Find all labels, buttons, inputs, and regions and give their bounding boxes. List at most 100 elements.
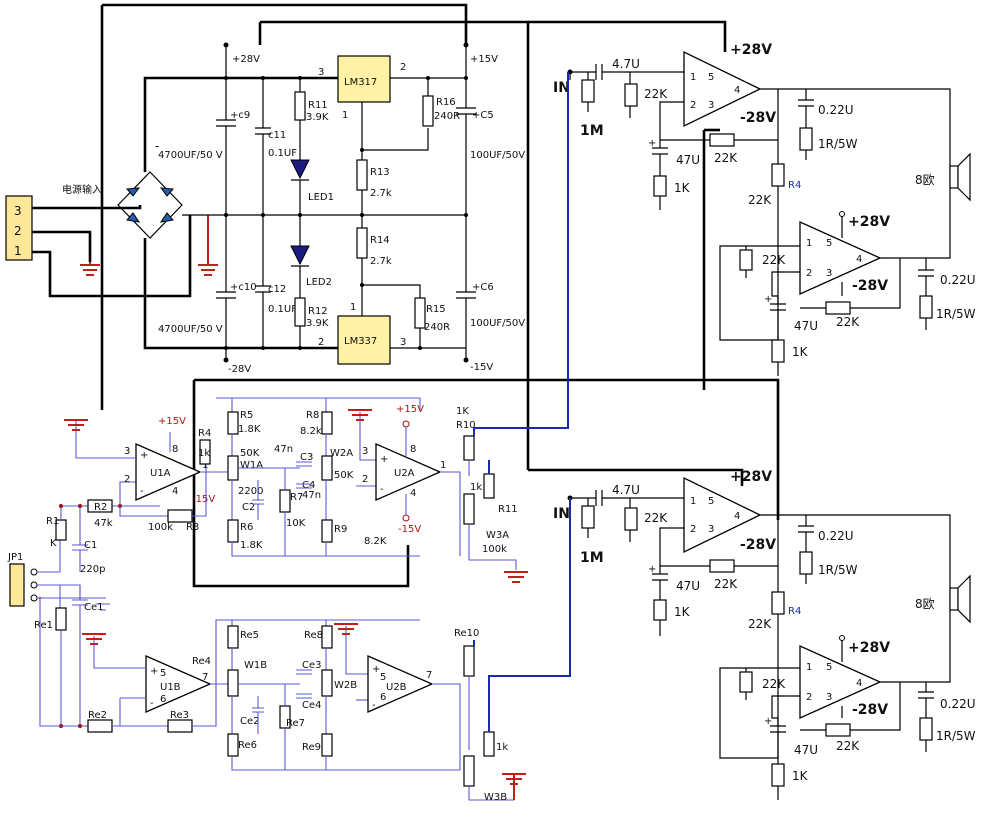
- amp2-pin4: 4: [734, 511, 740, 522]
- r9-value: 8.2K: [364, 536, 387, 547]
- re7-label: Re7: [286, 718, 305, 729]
- amp2-speaker-label: 8欧: [915, 597, 935, 611]
- amp2-rin-label: 22K: [644, 511, 668, 525]
- w2a-pot: [321, 455, 333, 481]
- c9-label: +c9: [230, 110, 250, 121]
- ground-symbol: [80, 262, 100, 276]
- w2a-value: 50K: [334, 470, 354, 481]
- r1-label: R1: [46, 516, 59, 527]
- amp1b-celec-plus: +: [764, 294, 772, 305]
- amp1-r4-label: R4: [788, 180, 801, 191]
- re8-resistor: [321, 625, 333, 649]
- u2a-pin-minus: -: [380, 484, 384, 495]
- amp1-pin4: 4: [734, 85, 740, 96]
- w1a-label: W1A: [240, 460, 263, 471]
- amp1-rbias: [581, 79, 595, 103]
- u2a-opamp: [375, 443, 442, 501]
- led1-symbol: [290, 159, 310, 180]
- amp1-rin: [624, 83, 638, 107]
- ground-symbol: [334, 623, 358, 635]
- c2-value: 2200: [238, 486, 263, 497]
- rail-pos15-label: +15V: [470, 54, 498, 65]
- re6-label: Re6: [238, 740, 257, 751]
- re3-label: Re3: [170, 710, 189, 721]
- u2a-pin3: 3: [362, 446, 368, 457]
- amp1b-rin-label: 22K: [762, 253, 786, 267]
- r4-label: R4: [198, 428, 211, 439]
- re10-value: 1k: [496, 742, 508, 753]
- amp1b-cfb-label: 0.22U: [940, 273, 976, 287]
- w1a-pot: [227, 455, 239, 481]
- amp2-rfb2: [709, 559, 735, 573]
- re9-resistor: [321, 733, 333, 757]
- u2b-pin6: 6: [380, 692, 386, 703]
- u1b-opamp: [145, 655, 212, 713]
- r3-label: R3: [186, 522, 199, 533]
- amp1b-rgnd: [771, 339, 785, 363]
- u1b-pin-plus: +: [150, 666, 158, 677]
- c11-value: 0.1UF: [268, 148, 297, 159]
- re9-label: Re9: [302, 742, 321, 753]
- amp2b-rin-label: 22K: [762, 677, 786, 691]
- u1a-opamp: [135, 443, 202, 501]
- amp1-rfb: [799, 127, 813, 151]
- amp2b-rgnd-label: 1K: [792, 769, 809, 783]
- lm317-pin-out: 2: [400, 62, 406, 73]
- r10-label: R10: [456, 420, 476, 431]
- jp1-connector: [9, 563, 25, 607]
- led1-label: LED1: [308, 192, 334, 203]
- rail-neg15-label: -15V: [470, 362, 493, 373]
- re3-resistor: [167, 719, 193, 733]
- amp1-rfb2-label: 22K: [714, 151, 738, 165]
- u1a-pin4: 4: [172, 486, 178, 497]
- amp2b-pin1: 1: [806, 662, 812, 673]
- amp2b-opamp: [799, 644, 882, 720]
- amp1-pin5: 5: [708, 72, 714, 83]
- re10-resistor: [463, 645, 475, 677]
- r8-resistor: [321, 411, 333, 435]
- r11-label: R11: [498, 504, 518, 515]
- amp2b-pin2: 2: [806, 692, 812, 703]
- power-input-label: 电源输入: [62, 183, 102, 196]
- c10-label: +c10: [230, 282, 257, 293]
- u2b-pin-plus: +: [372, 664, 380, 675]
- c6-value: 100UF/50V: [470, 318, 525, 329]
- r8-value: 8.2k: [300, 426, 322, 437]
- connector-pin-2: 2: [14, 224, 22, 238]
- r11-resistor: [483, 473, 495, 499]
- ground-symbol: [82, 633, 106, 645]
- r7-label: R7: [290, 492, 303, 503]
- amp1b-rfb2: [825, 301, 851, 315]
- amp1b-rfb: [919, 295, 933, 319]
- u1b-pin7: 7: [202, 672, 208, 683]
- re5-resistor: [227, 625, 239, 649]
- u2a-plus15-label: +15V: [396, 404, 424, 415]
- r12-value: 3.9K: [306, 318, 329, 329]
- power-supply: 3 2 1 电源输入 - +28V +c9: [5, 3, 780, 588]
- amp2-rfb2-label: 22K: [714, 577, 738, 591]
- re1-resistor: [55, 607, 67, 631]
- r6-resistor: [227, 519, 239, 543]
- r7-resistor: [279, 489, 291, 513]
- rail-neg28-label: -28V: [228, 364, 251, 375]
- lm337-pin-out: 3: [400, 337, 406, 348]
- u1a-pin-minus: -: [140, 486, 144, 497]
- ce3-label: Ce3: [302, 660, 322, 671]
- u1b-pin5: 5: [160, 668, 166, 679]
- u2b-pin7: 7: [426, 670, 432, 681]
- amp1-cfb-label: 0.22U: [818, 103, 854, 117]
- amp1b-pin3: 3: [826, 268, 832, 279]
- c3-label: C3: [300, 452, 313, 463]
- w1b-pot: [227, 669, 239, 697]
- lm317-pin-adj: 1: [342, 110, 348, 121]
- r9-resistor: [321, 519, 333, 543]
- re10b-resistor: [483, 731, 495, 757]
- amp1b-opamp: [799, 220, 882, 296]
- amp2-r4-label: R4: [788, 606, 801, 617]
- ground-symbol: [64, 419, 88, 431]
- ground-symbol: [504, 571, 528, 583]
- lm337-pin-in: 2: [318, 337, 324, 348]
- amp1b-pin4: 4: [856, 254, 862, 265]
- c1-label: C1: [84, 540, 97, 551]
